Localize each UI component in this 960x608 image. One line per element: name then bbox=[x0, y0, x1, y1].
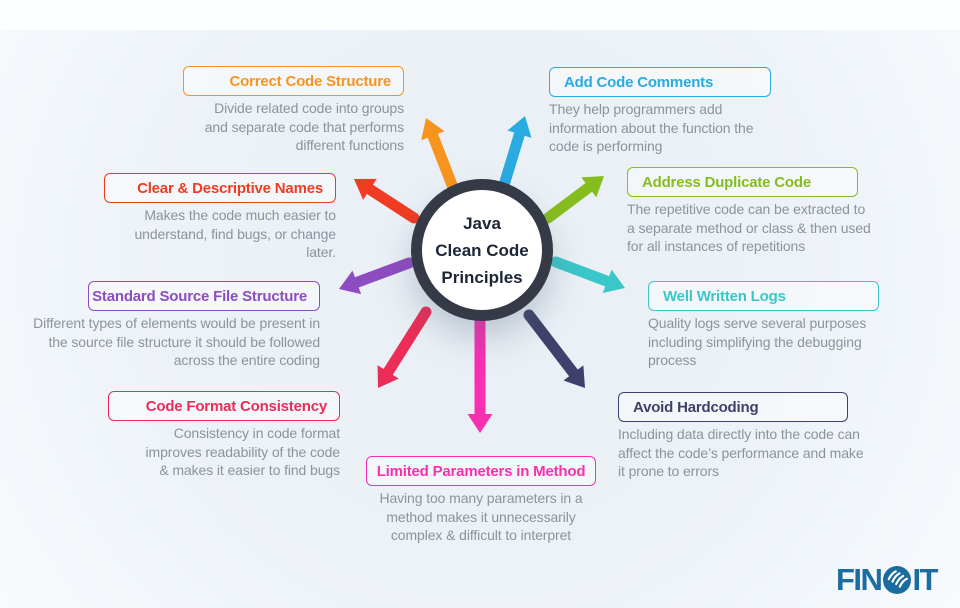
principle-title: Limited Parameters in Method bbox=[376, 462, 586, 480]
principle-title: Well Written Logs bbox=[663, 287, 786, 305]
arrow-6-icon bbox=[377, 306, 432, 388]
principle-title-box: Avoid Hardcoding bbox=[618, 392, 848, 422]
principle-title: Code Format Consistency bbox=[145, 397, 327, 415]
principle-title-box: Correct Code Structure bbox=[183, 66, 404, 96]
principle-description: Divide related code into groups and sepa… bbox=[204, 100, 404, 153]
center-title-line: Principles bbox=[441, 267, 523, 287]
arrow-4-icon bbox=[339, 257, 415, 295]
center-title-line: Clean Code bbox=[435, 240, 529, 260]
principle-title: Avoid Hardcoding bbox=[633, 398, 759, 416]
principle-title: Clear & Descriptive Names bbox=[137, 179, 323, 197]
principle-title-box: Clear & Descriptive Names bbox=[104, 173, 336, 203]
logo-text-it: IT bbox=[912, 561, 938, 597]
principle-address-duplicate-code: Address Duplicate Code The repetitive co… bbox=[627, 167, 871, 254]
principle-standard-source-file-structure: Standard Source File Structure Different… bbox=[33, 281, 320, 368]
principle-well-written-logs: Well Written Logs Quality logs serve sev… bbox=[648, 281, 879, 368]
principle-title: Add Code Comments bbox=[564, 73, 714, 91]
arrow-1-icon bbox=[498, 116, 532, 191]
arrow-2-icon bbox=[354, 178, 420, 224]
principle-title-box: Code Format Consistency bbox=[108, 391, 340, 421]
arrow-5-icon bbox=[550, 256, 625, 293]
principle-title: Correct Code Structure bbox=[229, 72, 392, 90]
principle-title: Standard Source File Structure bbox=[92, 287, 307, 305]
arrow-3-icon bbox=[542, 176, 604, 224]
principle-add-code-comments: Add Code Comments They help programmers … bbox=[549, 67, 771, 154]
principle-description: They help programmers add information ab… bbox=[549, 101, 754, 154]
principle-title-box: Add Code Comments bbox=[549, 67, 771, 97]
principle-limited-parameters-in-method: Limited Parameters in Method Having too … bbox=[366, 456, 596, 543]
finoit-hand-circle-icon bbox=[883, 566, 912, 594]
center-circle: Java Clean Code Principles bbox=[411, 179, 553, 321]
principle-code-format-consistency: Code Format Consistency Consistency in c… bbox=[108, 391, 340, 478]
arrow-7-icon bbox=[523, 309, 585, 388]
principle-title-box: Limited Parameters in Method bbox=[366, 456, 596, 486]
finoit-logo: FIN IT bbox=[836, 560, 938, 598]
principle-description: The repetitive code can be extracted to … bbox=[627, 201, 871, 254]
principle-clear-descriptive-names: Clear & Descriptive Names Makes the code… bbox=[104, 173, 336, 260]
principle-title-box: Well Written Logs bbox=[648, 281, 879, 311]
principle-description: Including data directly into the code ca… bbox=[618, 426, 864, 479]
principle-correct-code-structure: Correct Code Structure Divide related co… bbox=[183, 66, 404, 153]
principle-description: Makes the code much easier to understand… bbox=[134, 207, 336, 260]
principle-description: Different types of elements would be pre… bbox=[33, 315, 320, 368]
principle-description: Quality logs serve several purposes incl… bbox=[648, 315, 867, 368]
arrow-0-icon bbox=[421, 118, 458, 191]
top-strip bbox=[0, 0, 960, 30]
arrow-8-icon bbox=[467, 316, 493, 433]
logo-text-fin: FIN bbox=[836, 561, 883, 597]
principle-title-box: Address Duplicate Code bbox=[627, 167, 858, 197]
principle-title-box: Standard Source File Structure bbox=[88, 281, 320, 311]
principle-description: Consistency in code format improves read… bbox=[145, 425, 341, 478]
center-title-line: Java bbox=[463, 213, 501, 233]
principle-description: Having too many parameters in a method m… bbox=[379, 490, 583, 543]
principle-avoid-hardcoding: Avoid Hardcoding Including data directly… bbox=[618, 392, 864, 479]
principle-title: Address Duplicate Code bbox=[642, 173, 811, 191]
